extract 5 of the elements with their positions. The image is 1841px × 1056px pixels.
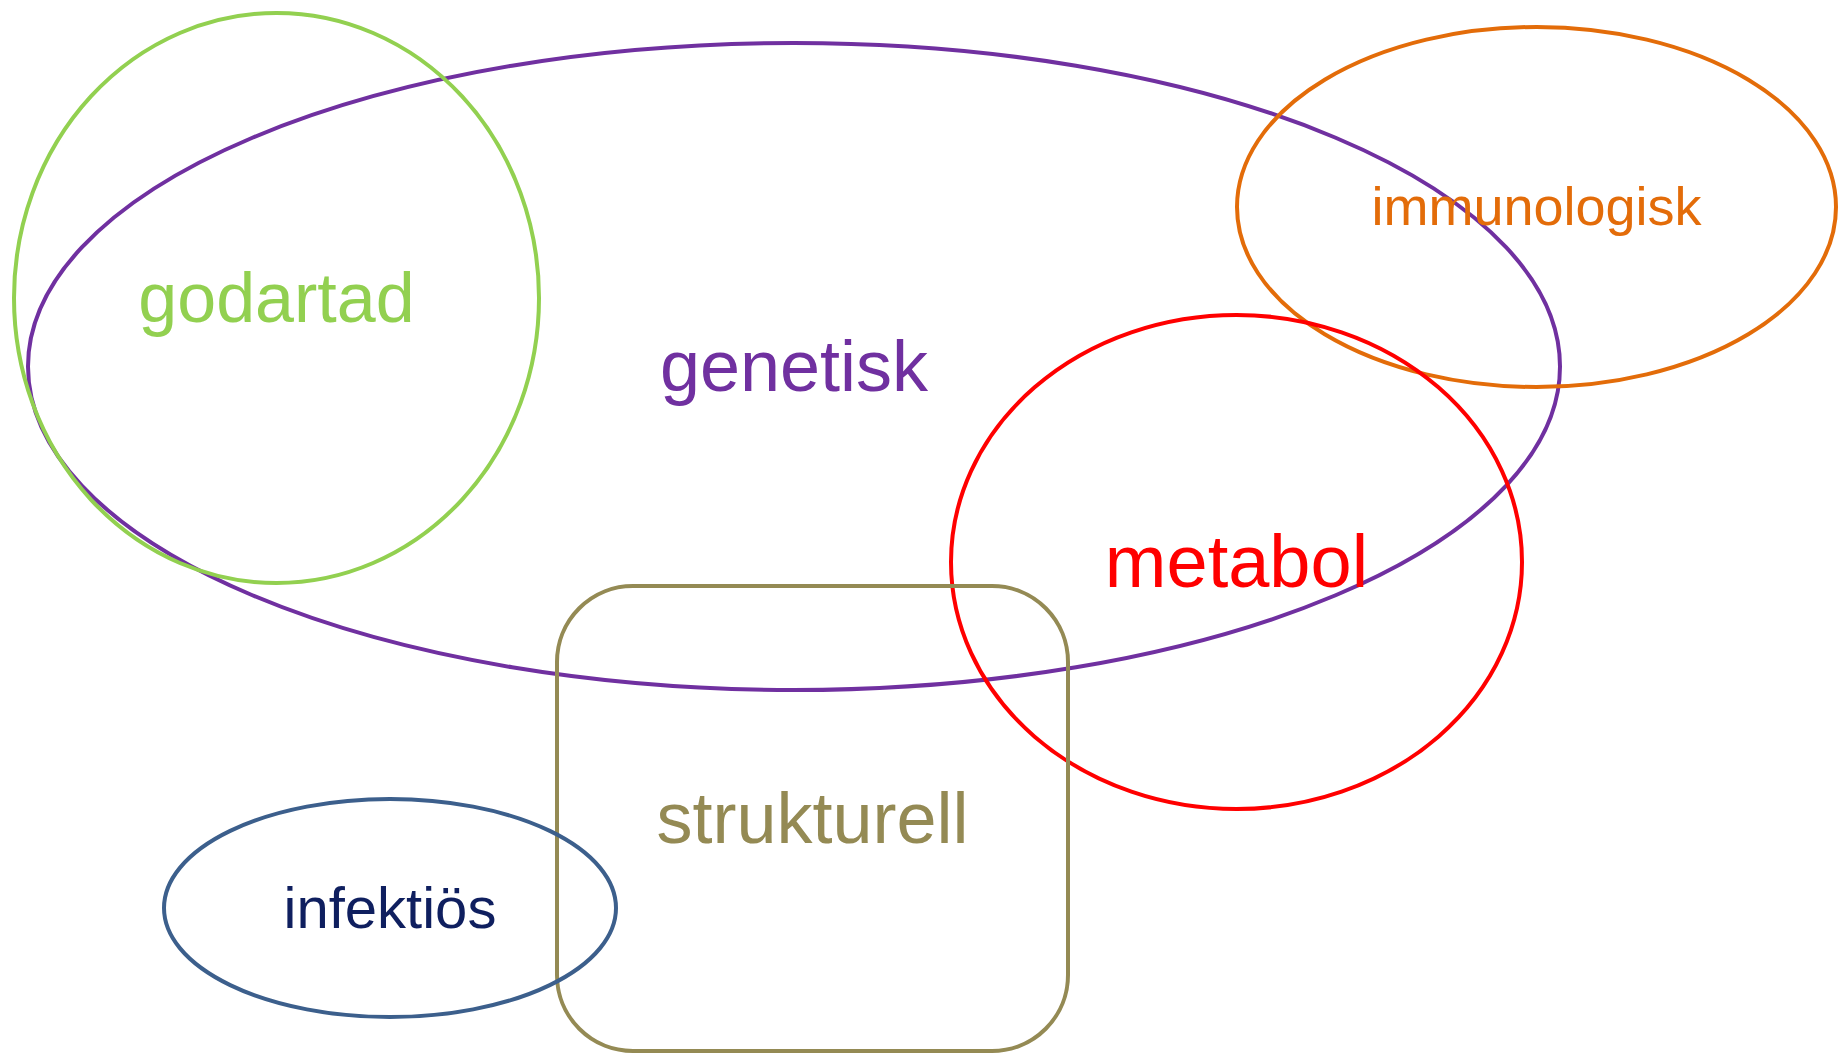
set-label: godartad [138,259,415,337]
set-label: genetisk [659,326,929,407]
set-label: strukturell [656,778,969,859]
set-label: infektiös [283,876,497,940]
set-label: metabol [1104,521,1369,603]
